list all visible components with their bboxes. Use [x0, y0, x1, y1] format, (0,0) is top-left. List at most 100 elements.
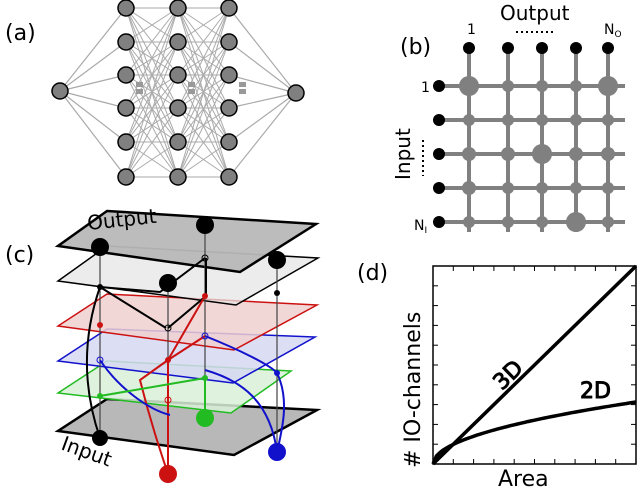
y-axis-label: # IO-channels	[401, 312, 426, 468]
edge	[177, 141, 230, 178]
output-terminals	[91, 216, 286, 292]
edge	[125, 141, 179, 178]
hidden-node	[220, 0, 238, 17]
blue-routes	[99, 335, 286, 453]
edge	[125, 74, 179, 178]
crossbar-node	[570, 80, 582, 92]
curve-2d-label: 2D	[580, 379, 611, 404]
ellipsis-dot	[136, 82, 143, 87]
panel-c: (c) Output Input	[5, 204, 322, 483]
crossbar-node	[570, 182, 582, 194]
edge	[177, 7, 230, 43]
hidden-node	[169, 168, 187, 186]
panel-b: (b) Output 1 NO 1 NI Input	[391, 1, 625, 236]
panel-c-label: (c)	[5, 243, 34, 268]
output-col-first-label: 1	[467, 22, 476, 38]
x-axis-label: Area	[498, 467, 549, 492]
hidden-node	[169, 133, 187, 151]
crossbar-nodes	[433, 42, 618, 232]
crossbar-node	[502, 80, 514, 92]
crossbar-node	[462, 147, 476, 161]
edge	[177, 74, 230, 178]
edge	[125, 107, 179, 178]
hidden-node	[169, 0, 187, 17]
hidden-node	[117, 0, 135, 17]
input-terminal	[433, 114, 445, 126]
crossbar-node	[598, 76, 618, 96]
crossbar-node	[566, 212, 586, 232]
edge	[59, 41, 127, 92]
output-terminal	[570, 42, 582, 54]
network-edges	[59, 5, 297, 180]
network-nodes	[51, 0, 305, 186]
ellipsis-dot	[136, 89, 143, 94]
crossbar-node	[536, 182, 548, 194]
crossbar-node	[602, 216, 614, 228]
input-terminals	[92, 409, 286, 483]
edge	[59, 90, 127, 178]
hidden-node	[117, 99, 135, 117]
hidden-node	[220, 99, 238, 117]
input-terminal	[433, 182, 445, 194]
output-terminal	[463, 42, 475, 54]
edge	[125, 7, 179, 143]
crossbar-node	[459, 76, 479, 96]
via-dots	[96, 254, 280, 404]
hidden-node	[220, 168, 238, 186]
crossbar-wires	[439, 48, 625, 232]
edge	[177, 107, 230, 178]
hidden-node	[220, 33, 238, 51]
edge	[177, 41, 230, 178]
panel-d: (d) # IO-channels Area 3D 2D	[357, 261, 638, 492]
ellipsis-dot	[239, 82, 246, 87]
curve-3d-label: 3D	[489, 356, 529, 395]
edge	[177, 7, 230, 143]
input-plane	[54, 397, 322, 457]
edge	[125, 7, 179, 109]
curve-3d	[431, 264, 638, 466]
edge	[228, 7, 297, 94]
crossbar-node	[569, 147, 583, 161]
ellipsis-dot	[188, 89, 195, 94]
edge	[59, 90, 127, 110]
crossbar-node	[536, 114, 548, 126]
crossbar-node	[501, 147, 515, 161]
edge	[228, 92, 297, 143]
crossbar-node	[502, 182, 514, 194]
crossbar-input-title: Input	[391, 128, 415, 180]
ellipsis-dot	[239, 89, 246, 94]
output-terminal	[602, 42, 614, 54]
edge	[228, 74, 297, 95]
edge	[125, 41, 179, 178]
input-terminal	[433, 216, 445, 228]
edge	[228, 41, 297, 94]
ellipsis-markers	[136, 82, 246, 94]
red-layer	[55, 293, 320, 351]
edge	[125, 7, 179, 43]
edge	[228, 91, 297, 109]
input-terminal	[433, 80, 445, 92]
crossbar-node	[502, 216, 514, 228]
output-plane	[54, 209, 320, 274]
edge	[177, 7, 230, 178]
crossbar-node	[602, 182, 614, 194]
crossbar-node	[463, 216, 475, 228]
edge	[177, 7, 230, 109]
crossbar-node	[532, 144, 552, 164]
hidden-node	[117, 168, 135, 186]
axis-ticks	[433, 266, 636, 464]
input-node	[51, 82, 69, 100]
edge	[125, 7, 179, 76]
hidden-node	[169, 33, 187, 51]
crossbar-output-title: Output	[500, 1, 570, 25]
crossbar-node	[601, 147, 615, 161]
crossbar-node	[502, 114, 514, 126]
hidden-node	[117, 133, 135, 151]
ellipsis-dot	[188, 82, 195, 87]
hidden-node	[117, 66, 135, 84]
output-col-last-label: NO	[604, 22, 622, 40]
panel-a: (a)	[5, 0, 305, 186]
crossbar-node	[462, 181, 476, 195]
edge	[228, 92, 297, 178]
